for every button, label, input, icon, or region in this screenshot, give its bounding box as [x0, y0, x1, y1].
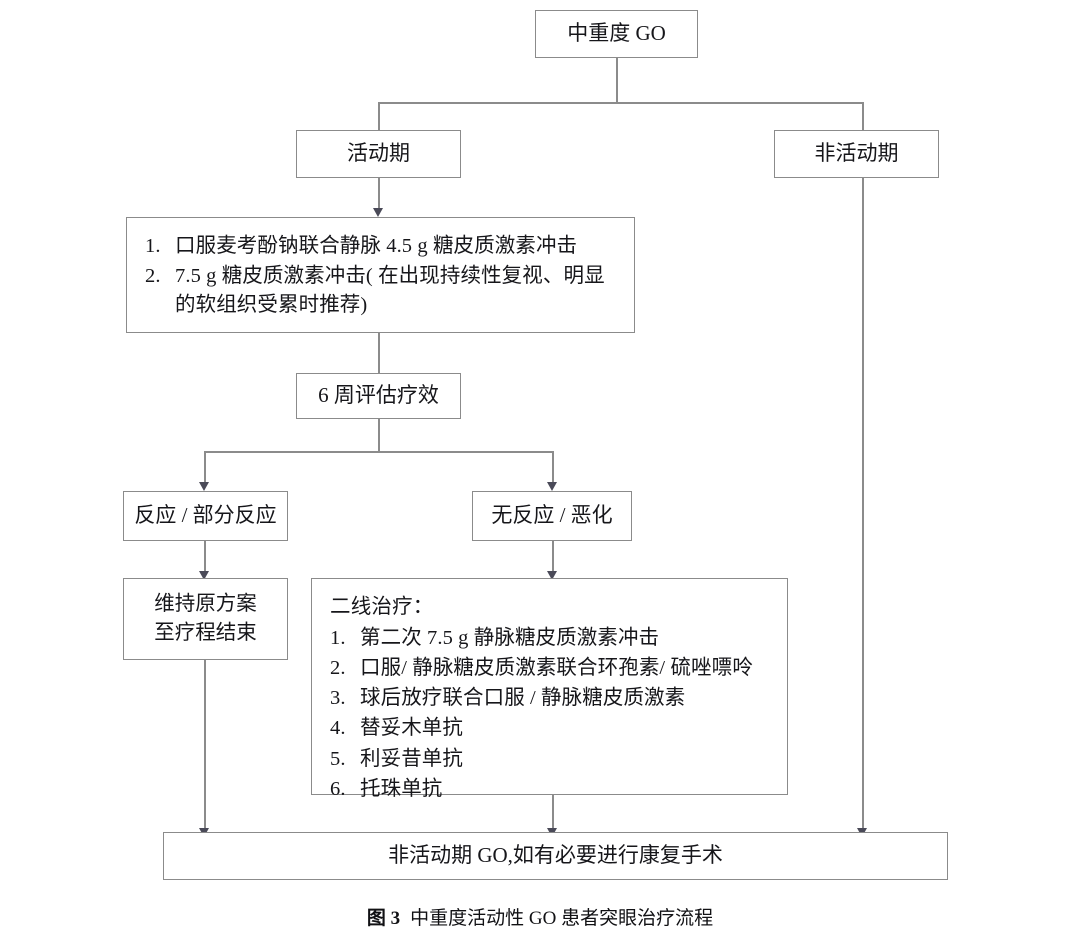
connector-to-no-response: [552, 451, 554, 484]
second-line-treatment-list: 1. 第二次 7.5 g 静脉糖皮质激素冲击 2. 口服/ 静脉糖皮质激素联合环…: [330, 624, 771, 804]
node-root[interactable]: 中重度 GO: [535, 10, 698, 58]
node-active-phase[interactable]: 活动期: [296, 130, 461, 178]
node-maintain-regimen[interactable]: 维持原方案 至疗程结束: [123, 578, 288, 660]
connector-to-response: [204, 451, 206, 484]
arrowhead-maintain: [199, 571, 209, 580]
connector-maintain-to-outcome: [204, 660, 206, 832]
node-outcome-label: 非活动期 GO,如有必要进行康复手术: [388, 843, 723, 868]
figure-caption-text: 中重度活动性 GO 患者突眼治疗流程: [410, 908, 714, 929]
connector-response-to-maintain: [204, 541, 206, 573]
list-item-marker: 4.: [330, 717, 346, 740]
list-item: 1. 口服麦考酚钠联合静脉 4.5 g 糖皮质激素冲击: [145, 232, 618, 261]
list-item-marker: 3.: [330, 687, 346, 710]
list-item-text: 口服/ 静脉糖皮质激素联合环孢素/ 硫唑嘌呤: [360, 657, 753, 680]
second-line-treatment-heading: 二线治疗：: [330, 596, 434, 618]
connector-assess-split-bar: [205, 451, 554, 453]
node-root-label: 中重度 GO: [567, 21, 666, 46]
list-item-marker: 2.: [145, 265, 161, 288]
connector-firstline-to-assess: [378, 333, 380, 373]
connector-to-active: [378, 102, 380, 130]
connector-noresponse-to-secondline: [552, 541, 554, 573]
connector-active-to-firstline: [378, 178, 380, 210]
node-second-line-treatment[interactable]: 二线治疗： 1. 第二次 7.5 g 静脉糖皮质激素冲击 2. 口服/ 静脉糖皮…: [311, 578, 788, 800]
connector-inactive-to-outcome: [862, 178, 864, 832]
list-item-text: 替妥木单抗: [360, 717, 463, 740]
connector-secondline-to-outcome: [552, 795, 554, 832]
node-response[interactable]: 反应 / 部分反应: [123, 491, 288, 541]
node-assess-6-weeks-label: 6 周评估疗效: [318, 383, 439, 408]
list-item-text: 托珠单抗: [360, 777, 443, 800]
list-item-marker: 5.: [330, 747, 346, 770]
list-item: 5. 利妥昔单抗: [330, 745, 771, 774]
node-inactive-phase[interactable]: 非活动期: [774, 130, 939, 178]
connector-root-down: [616, 58, 618, 103]
connector-to-inactive: [862, 102, 864, 130]
list-item-text: 7.5 g 糖皮质激素冲击( 在出现持续性复视、明显 的软组织受累时推荐): [175, 265, 605, 317]
arrowhead-firstline: [373, 208, 383, 217]
list-item-text: 利妥昔单抗: [360, 747, 463, 770]
arrowhead-secondline: [547, 571, 557, 580]
node-no-response[interactable]: 无反应 / 恶化: [472, 491, 632, 541]
list-item: 6. 托珠单抗: [330, 775, 771, 804]
node-response-label: 反应 / 部分反应: [134, 503, 277, 528]
list-item: 2. 7.5 g 糖皮质激素冲击( 在出现持续性复视、明显 的软组织受累时推荐): [145, 262, 618, 320]
figure-caption-label: 图 3: [366, 908, 401, 929]
list-item: 3. 球后放疗联合口服 / 静脉糖皮质激素: [330, 684, 771, 713]
list-item: 2. 口服/ 静脉糖皮质激素联合环孢素/ 硫唑嘌呤: [330, 654, 771, 683]
connector-top-split-bar: [379, 102, 863, 104]
list-item-marker: 6.: [330, 777, 346, 800]
list-item-marker: 1.: [330, 627, 346, 650]
list-item-marker: 2.: [330, 657, 346, 680]
arrowhead-response: [199, 482, 209, 491]
figure-caption: 图 3 中重度活动性 GO 患者突眼治疗流程: [0, 903, 1080, 930]
node-assess-6-weeks[interactable]: 6 周评估疗效: [296, 373, 461, 419]
connector-assess-down: [378, 419, 380, 452]
node-first-line-treatment[interactable]: 1. 口服麦考酚钠联合静脉 4.5 g 糖皮质激素冲击 2. 7.5 g 糖皮质…: [126, 217, 635, 333]
list-item-text: 口服麦考酚钠联合静脉 4.5 g 糖皮质激素冲击: [175, 235, 578, 257]
arrowhead-no-response: [547, 482, 557, 491]
list-item-text: 球后放疗联合口服 / 静脉糖皮质激素: [360, 687, 686, 710]
list-item-text: 第二次 7.5 g 静脉糖皮质激素冲击: [360, 627, 660, 650]
node-maintain-regimen-label: 维持原方案 至疗程结束: [154, 592, 257, 644]
node-outcome[interactable]: 非活动期 GO,如有必要进行康复手术: [163, 832, 948, 880]
first-line-treatment-list: 1. 口服麦考酚钠联合静脉 4.5 g 糖皮质激素冲击 2. 7.5 g 糖皮质…: [145, 232, 618, 320]
list-item: 1. 第二次 7.5 g 静脉糖皮质激素冲击: [330, 624, 771, 653]
node-active-phase-label: 活动期: [347, 141, 410, 166]
list-item: 4. 替妥木单抗: [330, 714, 771, 743]
node-no-response-label: 无反应 / 恶化: [491, 503, 613, 528]
node-inactive-phase-label: 非活动期: [814, 141, 899, 166]
list-item-marker: 1.: [145, 235, 161, 257]
